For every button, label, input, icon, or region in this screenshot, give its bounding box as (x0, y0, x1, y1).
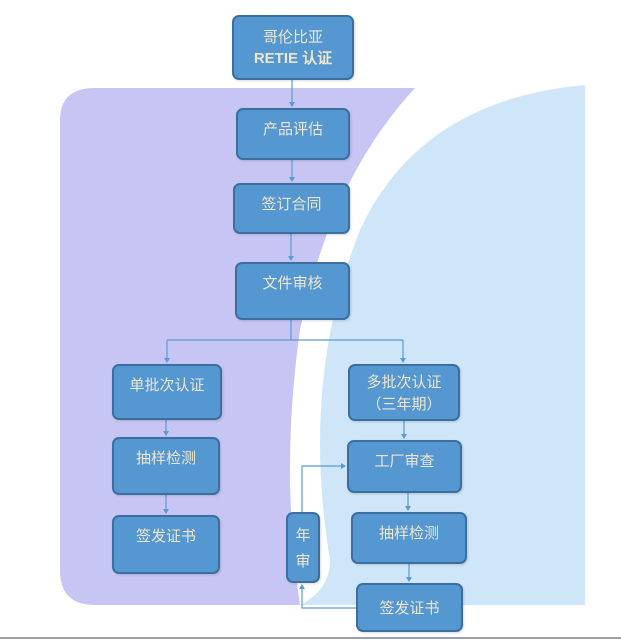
node-char: 年 (295, 525, 311, 544)
node-label: 抽样检测 (378, 524, 439, 542)
node-label: 工厂审查 (374, 452, 435, 470)
node-multi-sampling: 抽样检测 (351, 512, 467, 564)
node-line: RETIE 认证 (253, 49, 333, 67)
node-document-review: 文件审核 (235, 262, 350, 320)
node-sign-contract: 签订合同 (233, 183, 350, 234)
node-single-sampling: 抽样检测 (112, 437, 220, 495)
node-factory-audit: 工厂审查 (347, 440, 462, 493)
arrowheads (163, 102, 412, 589)
node-annual-review: 年 审 (286, 512, 320, 583)
node-colombia-retie: 哥伦比亚 RETIE 认证 (232, 15, 354, 80)
node-multi-batch: 多批次认证 （三年期） (348, 364, 460, 421)
node-label: 文件审核 (262, 274, 323, 292)
node-single-certificate: 签发证书 (112, 515, 220, 574)
node-label: 抽样检测 (135, 449, 196, 467)
bottom-divider (0, 637, 621, 639)
node-single-batch: 单批次认证 (112, 364, 222, 420)
node-line: 哥伦比亚 (262, 27, 323, 46)
node-line: 多批次认证 (366, 372, 442, 391)
node-line: （三年期） (366, 394, 442, 413)
node-label: 单批次认证 (129, 376, 205, 394)
node-label: 产品评估 (262, 120, 323, 138)
node-multi-certificate: 签发证书 (356, 583, 463, 632)
node-label: 签发证书 (135, 527, 196, 545)
node-product-evaluation: 产品评估 (236, 108, 350, 160)
node-char: 审 (295, 551, 311, 570)
node-label: 签订合同 (261, 195, 322, 213)
node-label: 签发证书 (379, 598, 440, 617)
